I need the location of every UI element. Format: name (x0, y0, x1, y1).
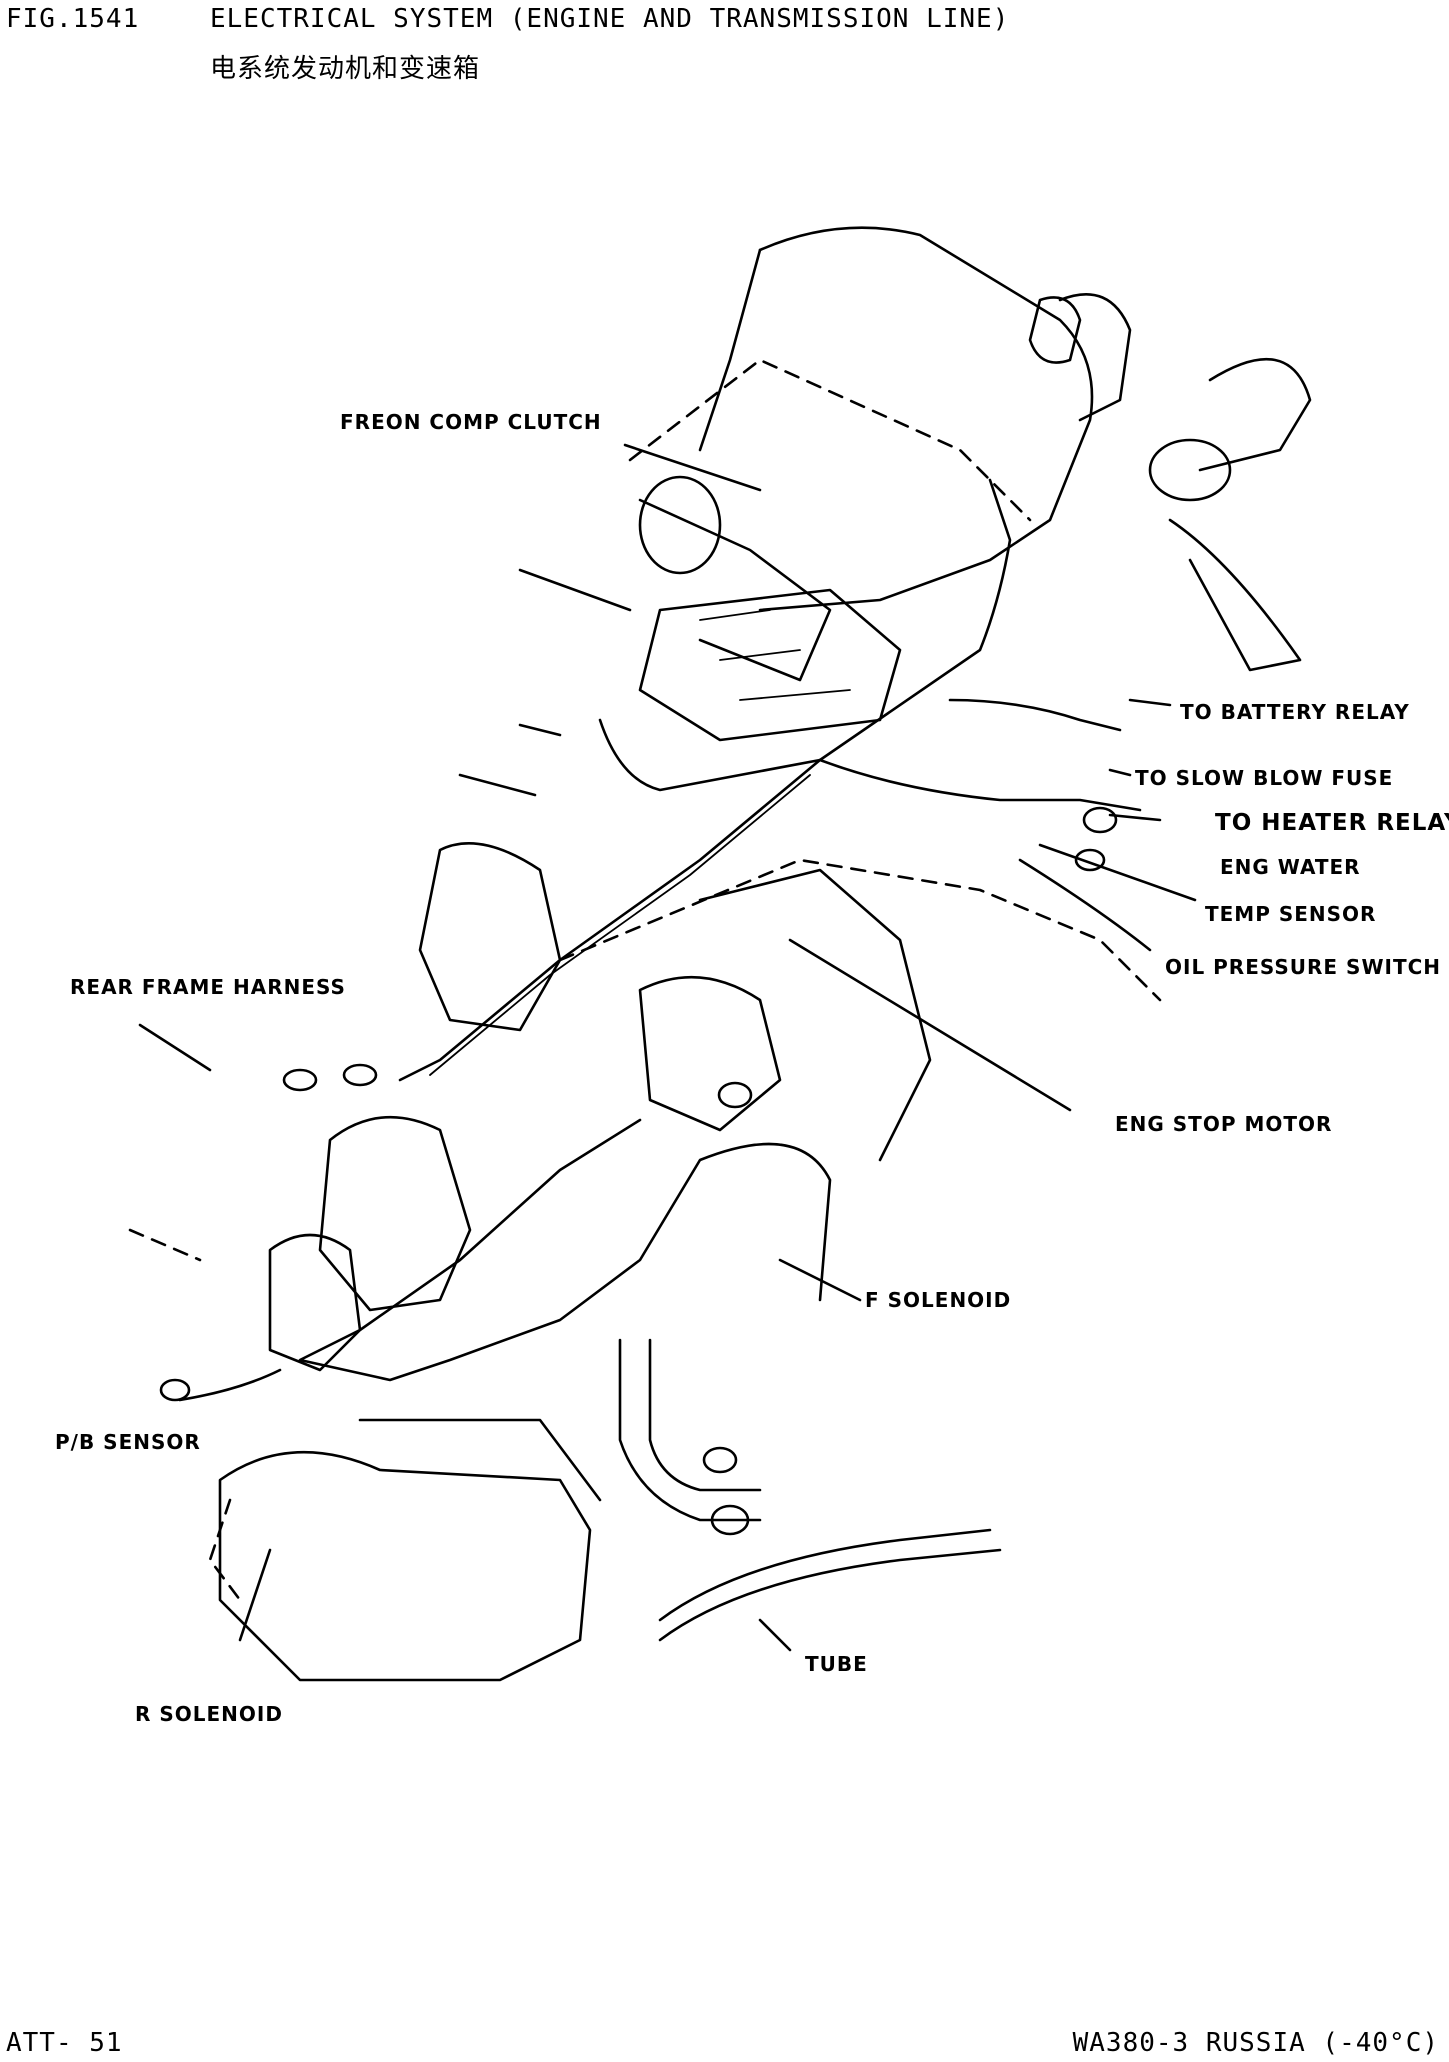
label-freon-comp-clutch: FREON COMP CLUTCH (340, 410, 602, 434)
label-pb-sensor: P/B SENSOR (55, 1430, 201, 1454)
alternator (1028, 296, 1082, 364)
leader-oil-pressure (1018, 858, 1152, 952)
label-to-heater-relay: TO HEATER RELAY (1215, 810, 1449, 836)
leader-heater (1108, 813, 1162, 822)
leader-freon-2 (518, 568, 632, 612)
pb-sensor-connector (159, 1378, 191, 1402)
label-eng-stop-motor: ENG STOP MOTOR (1115, 1112, 1333, 1136)
leader-misc (128, 1228, 202, 1262)
rear-frame-connector-a (282, 1068, 318, 1092)
fan-blade-lower (1168, 518, 1302, 672)
fan-blade-right (1198, 357, 1312, 472)
leader-battery (1128, 698, 1172, 707)
transmission-case-lower (218, 1450, 592, 1682)
leader-tube (758, 1618, 792, 1652)
engine-head (628, 358, 1032, 522)
valve-cover (638, 588, 902, 742)
label-to-slow-blow-fuse: TO SLOW BLOW FUSE (1135, 766, 1394, 790)
label-temp-sensor: TEMP SENSOR (1205, 902, 1377, 926)
r-solenoid-connector (710, 1504, 750, 1536)
transmission-front-cover (358, 1418, 602, 1502)
engine-lower-edge (698, 868, 932, 1162)
engine-top-edge (698, 248, 762, 452)
engine-block-outline (758, 226, 1094, 612)
leader-freon (623, 443, 762, 492)
stop-motor (638, 975, 782, 1132)
leader-eng-stop (788, 938, 1072, 1112)
harness-branch-front (818, 758, 1142, 812)
oil-pressure-switch (1074, 848, 1106, 872)
harness-branch-relay (948, 698, 1122, 732)
page-id: ATT- 51 (6, 2028, 123, 2058)
engine-lower-block (558, 858, 1162, 1002)
label-f-solenoid: F SOLENOID (865, 1288, 1012, 1312)
leader-rear-frame (138, 1023, 212, 1072)
leader-f-solenoid (778, 1258, 862, 1302)
intake-manifold (699, 609, 851, 701)
label-eng-water: ENG WATER (1220, 855, 1361, 879)
leader-left-2 (458, 773, 537, 797)
flywheel-housing (418, 842, 562, 1032)
label-tube: TUBE (805, 1652, 868, 1676)
leader-left-1 (518, 723, 562, 737)
figure-title-chinese: 电系统发动机和变速箱 (210, 54, 481, 84)
fan-blade-upper (1058, 293, 1132, 422)
transmission-gear-housing (268, 1233, 362, 1372)
leader-r-solenoid (238, 1548, 272, 1642)
oil-tube (618, 1338, 762, 1522)
leader-pb-sensor (178, 1368, 282, 1402)
label-to-battery-relay: TO BATTERY RELAY (1180, 700, 1410, 724)
leader-temp-sensor (1038, 843, 1197, 902)
rear-frame-connector-b (342, 1063, 378, 1087)
leader-slow-blow (1108, 768, 1132, 777)
figure-number: FIG.1541 (6, 4, 140, 34)
harness-down-parallel (429, 774, 811, 1076)
label-rear-frame-harness: REAR FRAME HARNESS (70, 975, 346, 999)
harness-down (398, 758, 822, 1082)
f-solenoid-connector (702, 1446, 738, 1474)
figure-title: ELECTRICAL SYSTEM (ENGINE AND TRANSMISSI… (210, 4, 1010, 34)
label-r-solenoid: R SOLENOID (135, 1702, 283, 1726)
transmission-case-upper (318, 1115, 472, 1312)
temp-sensor-connector (1082, 806, 1118, 834)
compressor-end (638, 475, 722, 575)
eng-stop-connector (717, 1081, 753, 1109)
drain-tube (658, 1528, 1002, 1642)
label-oil-pressure-switch: OIL PRESSURE SWITCH (1165, 955, 1442, 979)
transmission-oil-pan (208, 1498, 242, 1602)
harness-around-transmission (298, 1118, 832, 1382)
fan-hub (1148, 438, 1232, 502)
main-harness (598, 478, 1012, 792)
model-designation: WA380-3 RUSSIA (-40°C) (1072, 2028, 1439, 2058)
compressor-body (638, 498, 832, 682)
